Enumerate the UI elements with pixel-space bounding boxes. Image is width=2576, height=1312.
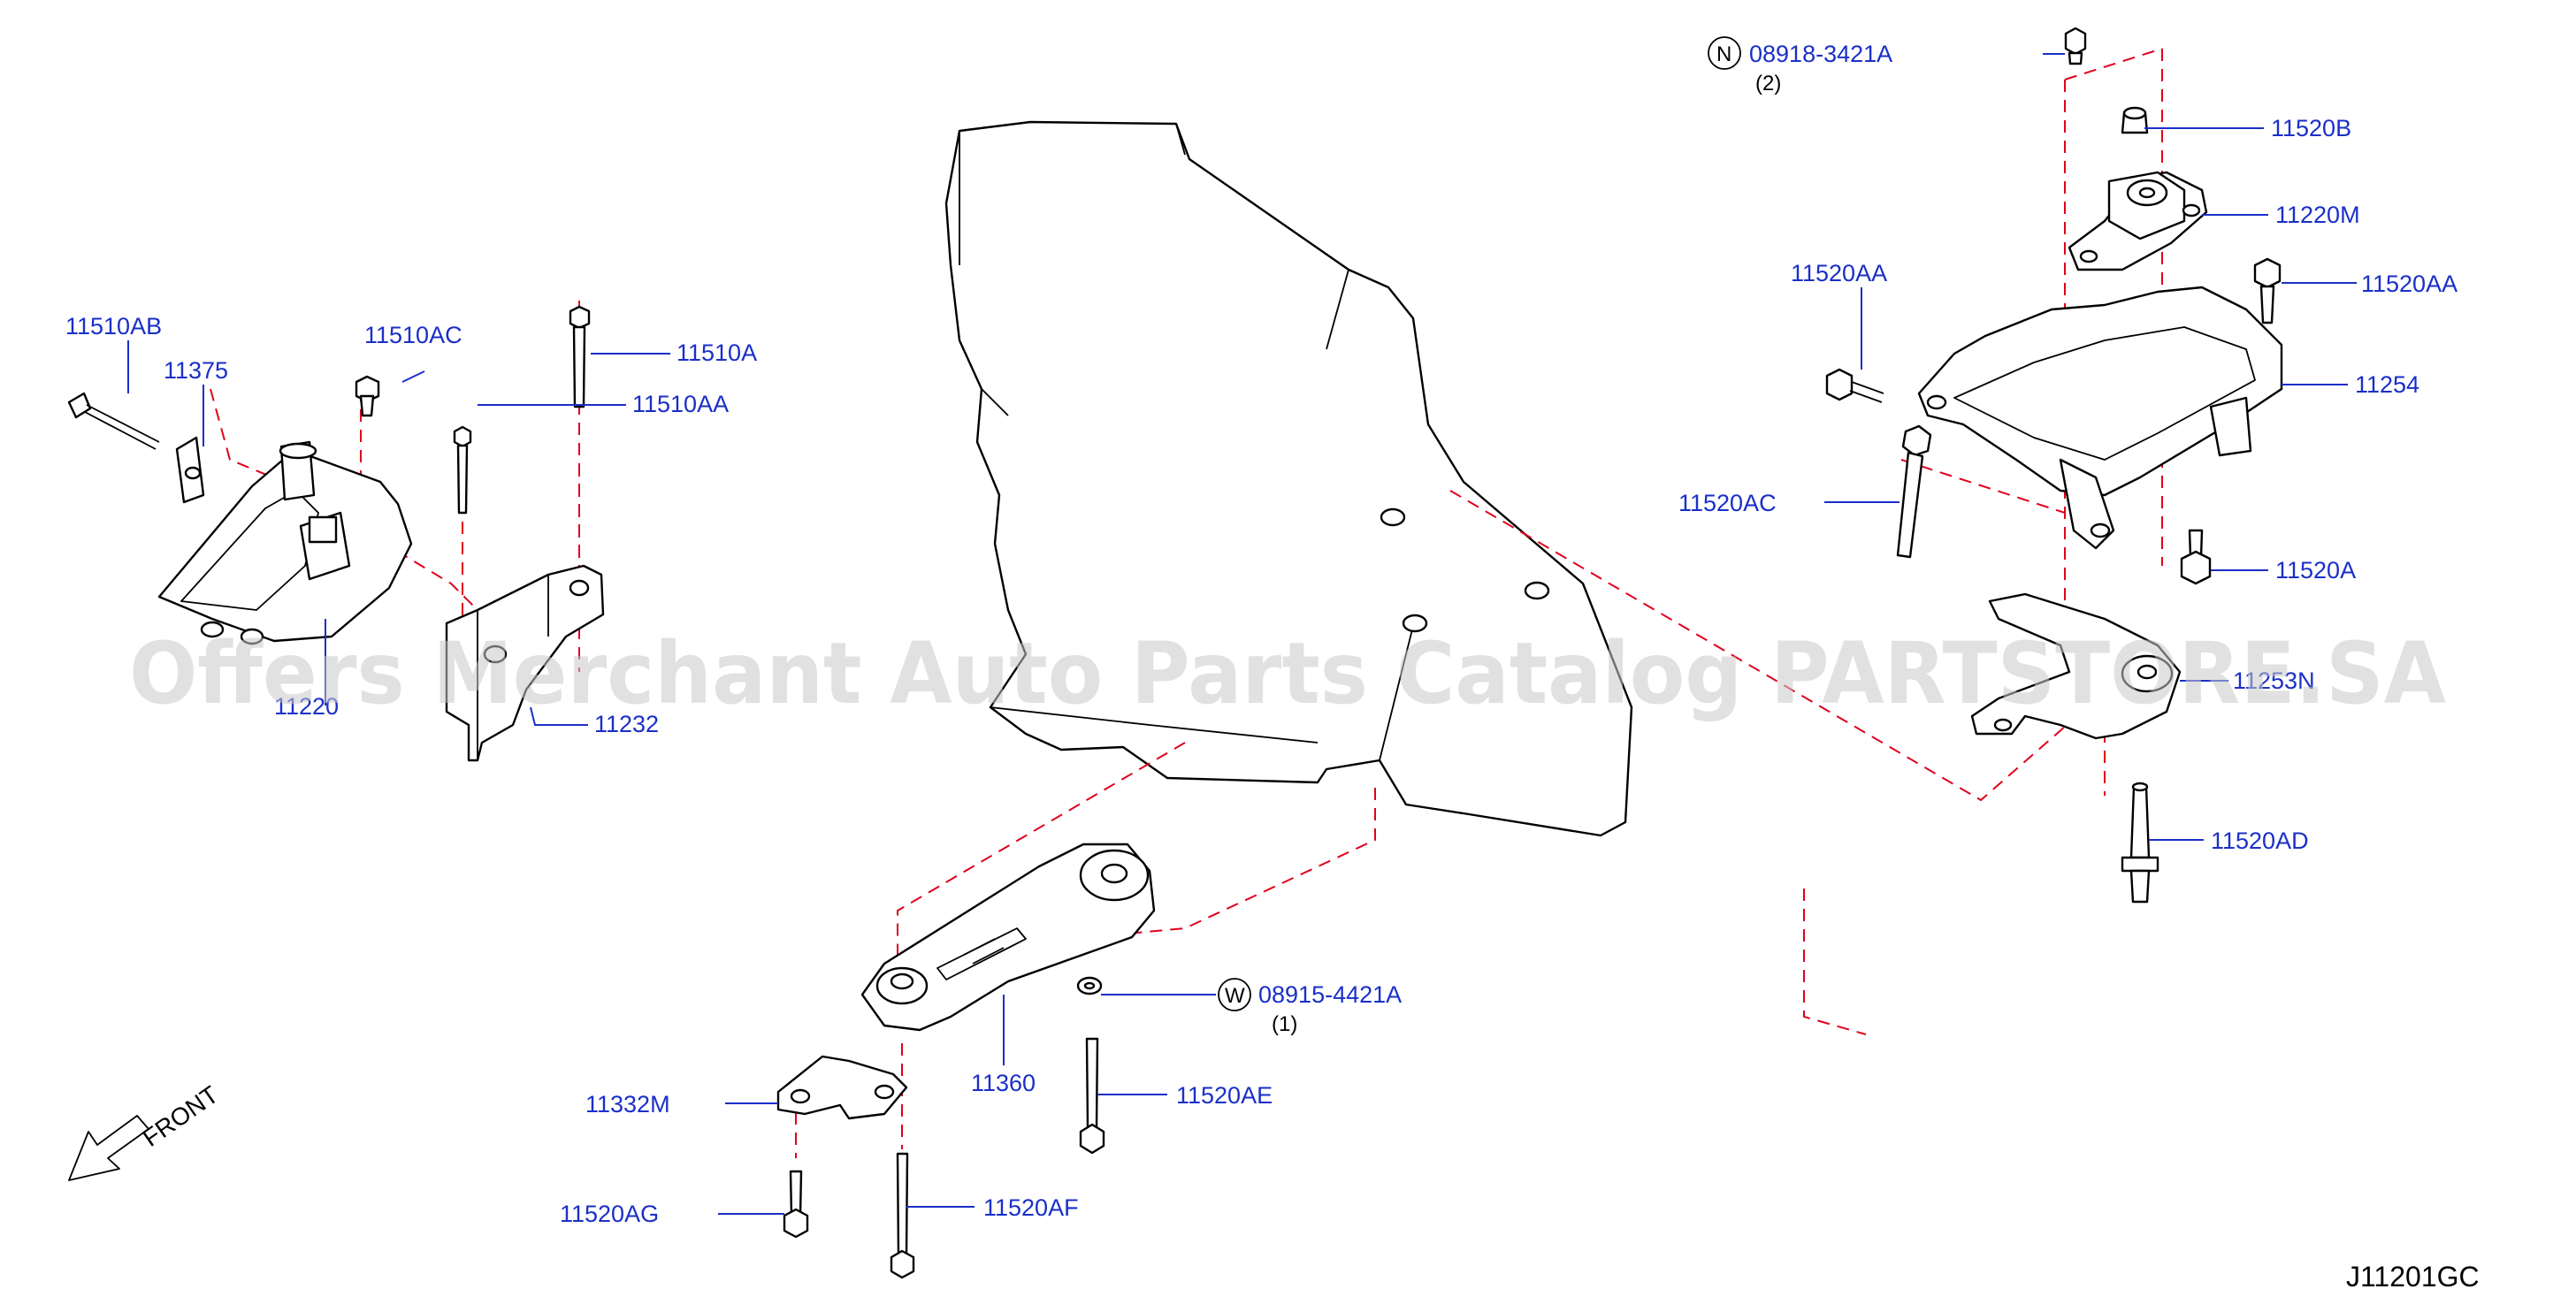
- label-08915-4421A[interactable]: 08915-4421A: [1258, 981, 1402, 1008]
- leader-lines: [127, 53, 2357, 1215]
- label-11520AG[interactable]: 11520AG: [560, 1201, 659, 1227]
- label-11520AE[interactable]: 11520AE: [1176, 1082, 1273, 1109]
- bolt-11510AC: [355, 375, 380, 417]
- label-11520A[interactable]: 11520A: [2275, 557, 2356, 584]
- cap-11520B: [2121, 106, 2149, 134]
- insulator-11220M: [2068, 171, 2208, 271]
- watermark: Offers Merchant Auto Parts Catalog PARTS…: [129, 624, 2446, 723]
- circle-w-prefix: W: [1218, 978, 1251, 1011]
- mount-11220: [157, 440, 413, 645]
- bracket-11253N: [1970, 592, 2182, 740]
- bracket-11254: [1917, 286, 2283, 550]
- bolt-11520AC: [1896, 424, 1932, 559]
- circle-n-prefix: N: [1708, 36, 1741, 70]
- engine-block: [944, 120, 1633, 837]
- diagram-code: J11201GC: [2346, 1261, 2480, 1293]
- label-11520AA-right[interactable]: 11520AA: [2361, 271, 2458, 297]
- washer-08915-4421A: [1076, 976, 1103, 995]
- label-11520AC[interactable]: 11520AC: [1678, 490, 1777, 516]
- engine-mount-boss-c: [1524, 581, 1550, 600]
- stud-11520AD: [2121, 782, 2159, 904]
- label-11220[interactable]: 11220: [274, 693, 339, 720]
- engine-mount-boss-b: [1402, 614, 1428, 633]
- engine-detail-lines: [959, 123, 1416, 761]
- label-11253N[interactable]: 11253N: [2233, 667, 2315, 694]
- label-11510AB[interactable]: 11510AB: [65, 313, 162, 339]
- bolt-11510A: [569, 305, 591, 408]
- label-11520AA-left[interactable]: 11520AA: [1791, 260, 1887, 286]
- label-11520AF[interactable]: 11520AF: [983, 1194, 1079, 1221]
- label-11510AC[interactable]: 11510AC: [364, 322, 462, 348]
- label-11510A[interactable]: 11510A: [676, 339, 757, 366]
- engine-mount-boss-a: [1380, 507, 1406, 527]
- qty-08918: (2): [1755, 72, 1781, 95]
- label-11220M[interactable]: 11220M: [2275, 202, 2360, 228]
- bolt-11510AB: [67, 392, 160, 450]
- prefix-w: W: [1225, 984, 1245, 1008]
- prefix-n: N: [1716, 42, 1731, 66]
- front-arrow: FRONT: [68, 1080, 224, 1181]
- bolt-11510AA: [453, 425, 472, 515]
- label-08918-3421A[interactable]: 08918-3421A: [1749, 41, 1892, 67]
- torque-rod-11360: [860, 843, 1156, 1032]
- bolt-11520AF: [890, 1152, 915, 1279]
- label-11510AA[interactable]: 11510AA: [632, 391, 729, 417]
- qty-08915: (1): [1272, 1012, 1297, 1036]
- bracket-11232: [445, 564, 605, 762]
- bracket-11375: [175, 436, 205, 504]
- label-11520AD[interactable]: 11520AD: [2211, 828, 2309, 854]
- bolt-11520AA-right: [2253, 257, 2282, 324]
- front-label: FRONT: [138, 1080, 224, 1152]
- label-11375[interactable]: 11375: [164, 357, 228, 384]
- bolt-11520AG: [783, 1170, 809, 1239]
- nut-08918-3421A: [2064, 27, 2087, 65]
- bolt-11520A: [2180, 529, 2212, 585]
- label-11520B[interactable]: 11520B: [2271, 115, 2351, 141]
- bolt-11520AA-left: [1825, 368, 1884, 403]
- label-11254[interactable]: 11254: [2355, 371, 2419, 398]
- bolt-11520AE: [1079, 1037, 1105, 1155]
- label-11232[interactable]: 11232: [594, 711, 659, 737]
- bracket-11332M: [776, 1055, 908, 1120]
- label-11360[interactable]: 11360: [971, 1070, 1036, 1096]
- label-11332M[interactable]: 11332M: [585, 1091, 670, 1117]
